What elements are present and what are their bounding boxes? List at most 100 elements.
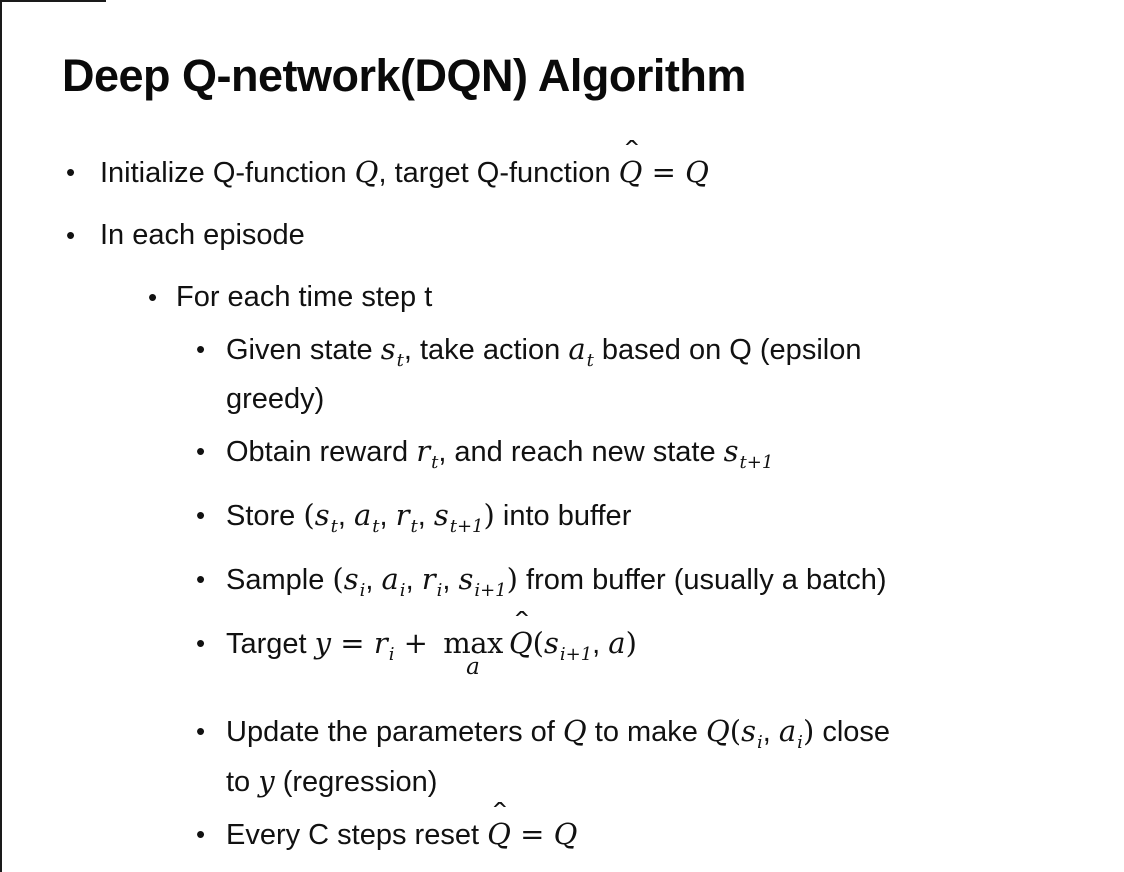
math-operator: ) — [802, 714, 815, 748]
text-run: Obtain reward — [226, 436, 417, 468]
max-label: max — [443, 626, 503, 660]
text-run: Update the parameters of — [226, 716, 563, 748]
bullet-content: Store (st, at, rt, st+1) into buffer — [226, 496, 1096, 546]
text-run: from buffer (usually a batch) — [517, 564, 887, 596]
bullet-marker: • — [196, 819, 206, 849]
bullet-marker: • — [196, 716, 206, 746]
bullet-marker: • — [196, 436, 206, 466]
math-operator: = — [331, 626, 374, 660]
math-base: s — [433, 498, 449, 532]
slide-title: Deep Q-network(DQN) Algorithm — [62, 50, 746, 101]
math-base: s — [314, 498, 330, 532]
math-var: y — [314, 626, 332, 660]
math-subscript: t+1 — [739, 452, 774, 473]
math-var-subscripted: rt — [395, 498, 418, 537]
bullet-item: •Store (st, at, rt, st+1) into buffer — [0, 496, 1124, 546]
math-operator: = — [510, 817, 554, 851]
math-subscript: t — [431, 452, 439, 473]
text-run: For each time step t — [176, 281, 433, 313]
text-run: , — [405, 564, 422, 596]
bullet-item: •For each time step t — [0, 278, 1124, 316]
math-base: s — [380, 332, 396, 366]
math-subscript: i — [388, 644, 395, 665]
math-operator: ( — [303, 498, 315, 532]
math-var: a — [608, 626, 626, 660]
text-run: greedy) — [226, 383, 325, 415]
math-base: r — [373, 626, 388, 660]
bullet-item: •Update the parameters of Q to make Q(si… — [0, 712, 1124, 801]
bullet-item: • Initialize Q-function Q, target Q-funct… — [0, 139, 1124, 192]
text-run: , — [592, 628, 609, 660]
math-base: r — [421, 562, 436, 596]
math-var-subscripted: si — [343, 562, 366, 601]
bullet-marker: • — [196, 334, 206, 364]
math-base: a — [381, 562, 399, 596]
bullet-item: •In each episode — [0, 216, 1124, 254]
math-var-subscripted: si+1 — [458, 562, 506, 601]
text-run: , — [337, 500, 354, 532]
text-run: Target — [226, 628, 315, 660]
bullet-marker: • — [196, 564, 206, 594]
math-var-subscripted: ri — [421, 562, 443, 601]
slide-left-border — [0, 0, 2, 872]
math-base: Q — [618, 155, 643, 189]
math-var-subscripted: st — [380, 332, 404, 371]
math-var: y — [258, 764, 275, 798]
bullet-marker: • — [66, 220, 76, 250]
text-run: Store — [226, 500, 304, 532]
math-subscript: i — [399, 580, 406, 601]
text-run: , — [379, 500, 396, 532]
math-subscript: i — [756, 732, 763, 753]
bullet-item: •Given state st, take action at based on… — [0, 330, 1124, 418]
math-base: s — [343, 562, 359, 596]
math-var-subscripted: at — [353, 498, 380, 537]
math-subscript: i — [359, 580, 366, 601]
math-operator: ) — [483, 498, 495, 532]
math-operator: ) — [625, 626, 637, 660]
text-run: , — [417, 500, 434, 532]
bullet-content: For each time step t — [176, 278, 1096, 316]
text-run: , and reach new state — [438, 436, 724, 468]
math-var: Q — [705, 714, 730, 748]
math-var: Q — [685, 155, 709, 189]
text-run: Every C steps reset — [226, 819, 488, 851]
math-subscript: t — [330, 516, 338, 537]
math-var-subscripted: ri — [373, 626, 395, 665]
bullet-content: Initialize Q-function Q, target Q-functi… — [100, 139, 1096, 192]
math-operator: ) — [506, 562, 518, 596]
bullet-item: • Obtain reward rt, and reach new state s… — [0, 432, 1124, 482]
math-var-subscripted: ai — [381, 562, 406, 601]
math-subscript: t — [372, 516, 380, 537]
math-var-subscripted: si — [741, 714, 763, 753]
math-base: r — [395, 498, 410, 532]
hat-accent: ˆ — [621, 137, 642, 169]
text-run: , — [762, 716, 779, 748]
bullet-marker: • — [66, 157, 76, 187]
math-base: a — [353, 498, 372, 532]
math-subscript: t — [396, 350, 404, 371]
bullet-item: •Sample (si, ai, ri, si+1) from buffer (… — [0, 560, 1124, 610]
math-operator: = — [642, 155, 686, 189]
math-base: s — [741, 714, 756, 748]
bullet-content: Obtain reward rt, and reach new state st… — [226, 432, 1096, 482]
math-var: Q — [562, 714, 587, 748]
bullet-content: Sample (si, ai, ri, si+1) from buffer (u… — [226, 560, 1096, 610]
math-subscript: t+1 — [449, 516, 484, 537]
math-subscript: i+1 — [474, 580, 507, 601]
bullet-list: • Initialize Q-function Q, target Q-funct… — [0, 104, 1124, 854]
math-base: s — [723, 434, 739, 468]
text-run: close — [814, 716, 891, 748]
math-var-subscripted: at — [568, 332, 594, 371]
math-base: r — [416, 434, 431, 468]
math-subscript: t — [410, 516, 418, 537]
bullet-marker: • — [196, 628, 206, 658]
math-var-subscripted: st+1 — [433, 498, 484, 537]
math-operator: ( — [332, 562, 344, 596]
math-base: s — [543, 626, 559, 660]
